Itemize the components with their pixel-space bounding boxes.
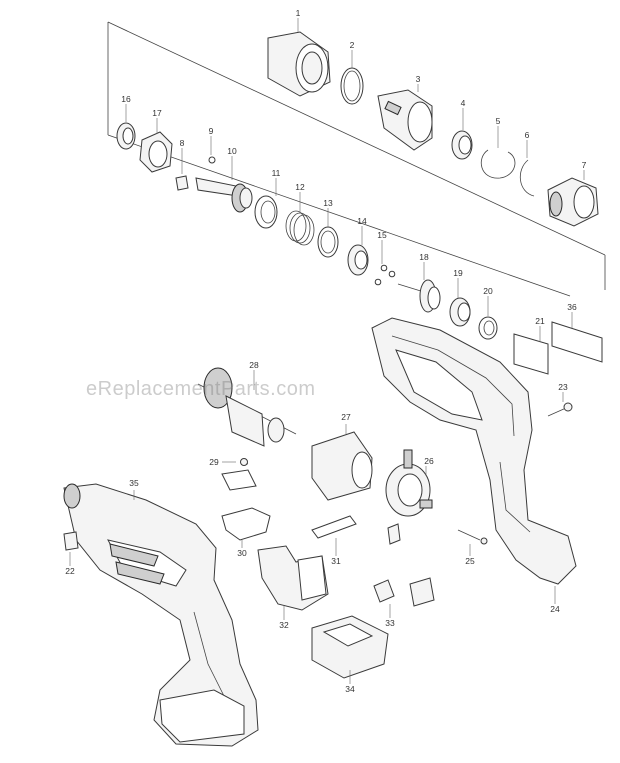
- part-3-sleeve: [377, 84, 433, 151]
- label-20: 20: [483, 286, 493, 296]
- label-35: 35: [129, 478, 139, 488]
- part-11-ring: [254, 178, 278, 229]
- label-10: 10: [227, 146, 237, 156]
- part-34-terminal: [311, 615, 389, 684]
- label-3: 3: [416, 74, 421, 84]
- label-33: 33: [385, 618, 395, 628]
- part-15-steel-balls: [374, 240, 396, 286]
- label-27: 27: [341, 412, 351, 422]
- label-22: 22: [65, 566, 75, 576]
- part-6-clip: [520, 140, 535, 197]
- part-20-washer: [478, 296, 498, 340]
- part-27-stator: [311, 424, 373, 501]
- part-7-chuck-sleeve: [547, 170, 599, 227]
- part-26-brush-holder: [385, 449, 433, 545]
- part-19-bearing: [449, 278, 471, 327]
- part-18-gear: [397, 262, 441, 313]
- part-25-pin: [457, 529, 488, 556]
- label-24: 24: [550, 604, 560, 614]
- label-36: 36: [567, 302, 577, 312]
- part-23-screw: [547, 392, 573, 417]
- watermark-text: eReplacementParts.com: [86, 378, 316, 400]
- part-4-bearing: [451, 108, 473, 160]
- part-1-housing-cap: [267, 18, 331, 97]
- label-18: 18: [419, 252, 429, 262]
- part-28-armature: [197, 367, 297, 447]
- label-19: 19: [453, 268, 463, 278]
- label-6: 6: [525, 130, 530, 140]
- part-13-washer: [317, 208, 339, 258]
- part-12-spring: [285, 192, 315, 246]
- label-32: 32: [279, 620, 289, 630]
- label-7: 7: [582, 160, 587, 170]
- label-17: 17: [152, 108, 162, 118]
- part-5-retaining-ring: [480, 126, 516, 179]
- label-4: 4: [461, 98, 466, 108]
- label-26: 26: [424, 456, 434, 466]
- part-16-ring: [116, 104, 136, 150]
- label-34: 34: [345, 684, 355, 694]
- label-14: 14: [357, 216, 367, 226]
- label-25: 25: [465, 556, 475, 566]
- label-1: 1: [296, 8, 301, 18]
- part-9-ball: [208, 136, 216, 164]
- part-22-plug: [63, 531, 79, 566]
- label-8: 8: [180, 138, 185, 148]
- label-31: 31: [331, 556, 341, 566]
- label-23: 23: [558, 382, 568, 392]
- part-10-spindle: [195, 156, 253, 213]
- label-5: 5: [496, 116, 501, 126]
- part-29-screw: [221, 458, 257, 491]
- part-30-bracket: [221, 507, 271, 548]
- part-31-plate: [311, 515, 357, 556]
- label-9: 9: [209, 126, 214, 136]
- part-24-housing-right: [371, 317, 577, 604]
- part-36-label: [551, 312, 603, 363]
- label-29: 29: [209, 457, 219, 467]
- label-21: 21: [535, 316, 545, 326]
- part-8-key: [175, 148, 189, 191]
- part-2-o-ring: [340, 50, 364, 105]
- part-14-bearing: [347, 226, 369, 276]
- part-21-nameplate: [513, 326, 549, 375]
- label-15: 15: [377, 230, 387, 240]
- part-35-housing-left: [63, 483, 259, 747]
- label-16: 16: [121, 94, 131, 104]
- assembly-outline: [107, 21, 606, 297]
- label-2: 2: [350, 40, 355, 50]
- part-33-switch-cap: [373, 577, 435, 618]
- label-13: 13: [323, 198, 333, 208]
- part-32-switch: [257, 545, 329, 620]
- label-11: 11: [272, 168, 281, 178]
- label-28: 28: [249, 360, 259, 370]
- part-17-bearing-housing: [139, 118, 173, 173]
- part-labels: 1 2 3 4 5 6 7 8 9 10 11 12 13 14 15 16 1…: [65, 8, 586, 694]
- label-30: 30: [237, 548, 247, 558]
- label-12: 12: [295, 182, 305, 192]
